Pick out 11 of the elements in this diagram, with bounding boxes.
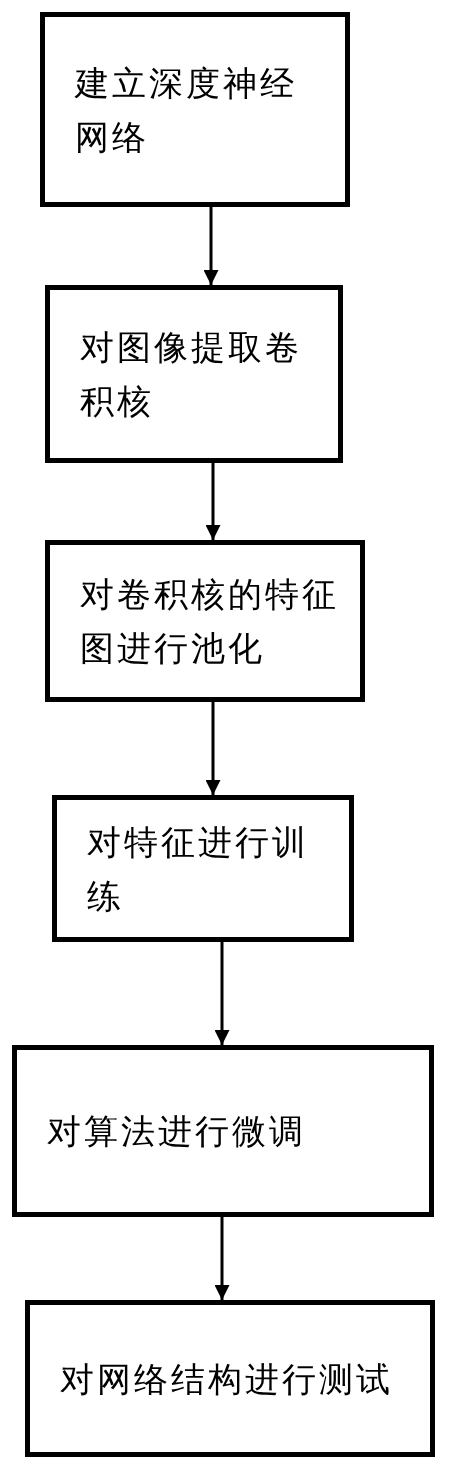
arrow (214, 942, 230, 1045)
process-box: 建立深度神经网络 (40, 12, 350, 207)
process-box: 对网络结构进行测试 (25, 1300, 435, 1457)
process-box: 对图像提取卷积核 (45, 285, 343, 463)
process-box: 对卷积核的特征图进行池化 (45, 540, 365, 702)
arrow (205, 463, 221, 540)
process-box: 对算法进行微调 (12, 1045, 434, 1217)
process-box: 对特征进行训练 (52, 795, 354, 942)
arrow (205, 702, 221, 795)
arrow (203, 207, 219, 285)
arrow (214, 1217, 230, 1300)
